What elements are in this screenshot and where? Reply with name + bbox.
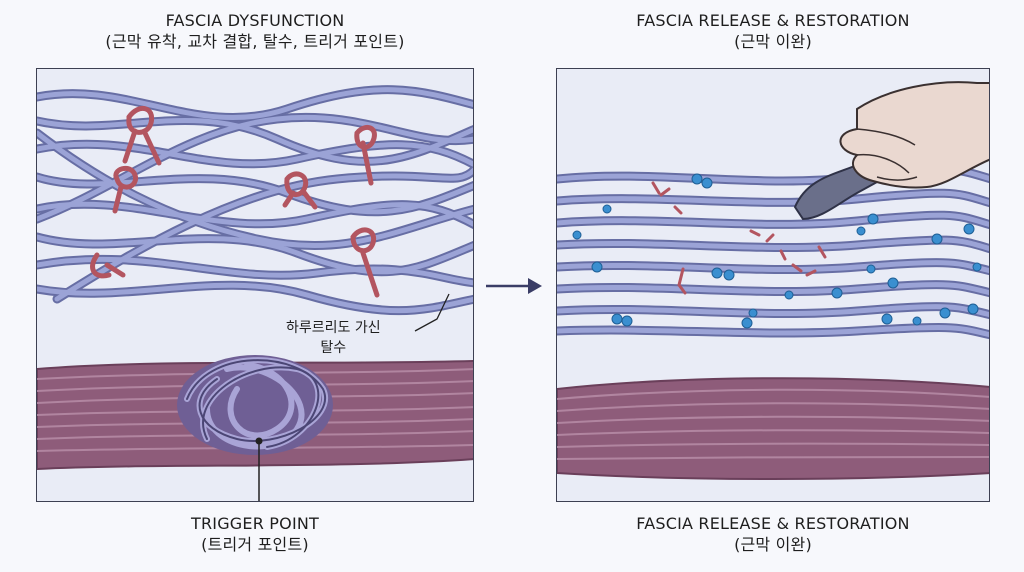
dysfunction-illustration [37, 85, 473, 501]
water-droplets [572, 173, 982, 329]
right-arrow-icon [486, 278, 542, 294]
callout-line-2: 탈수 [320, 340, 347, 356]
release-illustration [557, 81, 989, 480]
trigger-point-subtitle: (트리거 포인트) [201, 535, 309, 554]
aligned-fascia-fibers [557, 165, 989, 340]
smooth-muscle-fibers [557, 377, 989, 480]
tangled-fascia-fibers [37, 85, 473, 316]
left-panel-title: FASCIA DYSFUNCTION [165, 11, 345, 30]
trigger-point-caption: TRIGGER POINT (트리거 포인트) [36, 513, 474, 555]
left-panel-subtitle: (근막 유착, 교차 결합, 탈수, 트리거 포인트) [105, 32, 405, 51]
callout-line-1: 하루르리도 가신 [286, 320, 381, 336]
dehydration-callout: 하루르리도 가신 탈수 [286, 318, 381, 358]
right-panel-caption: FASCIA RELEASE & RESTORATION (근막 이완) [556, 10, 990, 52]
dysfunction-panel [36, 68, 474, 502]
hand-with-tool-icon [793, 81, 989, 221]
adhesion-knots [90, 106, 380, 298]
right-panel-title: FASCIA RELEASE & RESTORATION [636, 11, 910, 30]
right-panel-subtitle: (근막 이완) [734, 32, 812, 51]
callout-leader-line [414, 293, 450, 332]
left-panel-caption: FASCIA DYSFUNCTION (근막 유착, 교차 결합, 탈수, 트리… [36, 10, 474, 52]
trigger-point-title: TRIGGER POINT [190, 514, 320, 533]
release-bottom-title: FASCIA RELEASE & RESTORATION [636, 514, 910, 533]
release-panel [556, 68, 990, 502]
trigger-point-knot-icon [177, 355, 333, 501]
release-bottom-subtitle: (근막 이완) [734, 535, 812, 554]
release-bottom-caption: FASCIA RELEASE & RESTORATION (근막 이완) [556, 513, 990, 555]
released-adhesion-fragments [651, 181, 827, 295]
